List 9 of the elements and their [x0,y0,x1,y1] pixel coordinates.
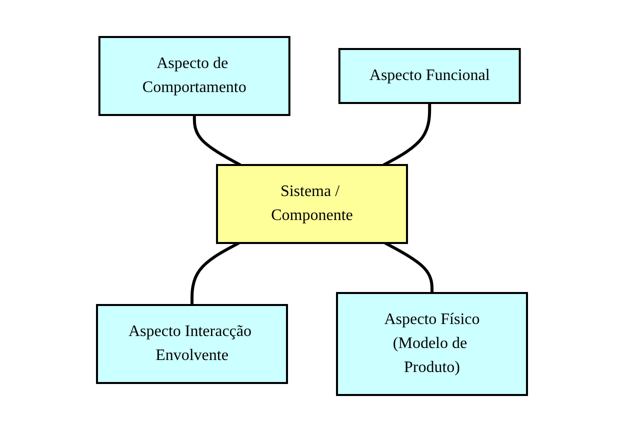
node-box: Aspecto Físico (Modelo de Produto) [336,292,528,396]
connector [382,102,431,166]
connector [190,241,240,304]
node-box: Aspecto Interacção Envolvente [96,304,288,384]
node-box: Aspecto Funcional [338,48,520,104]
connector [384,241,433,292]
connector [192,114,241,166]
node-box: Aspecto de Comportamento [98,36,290,116]
node-box: Sistema / Componente [216,164,408,244]
